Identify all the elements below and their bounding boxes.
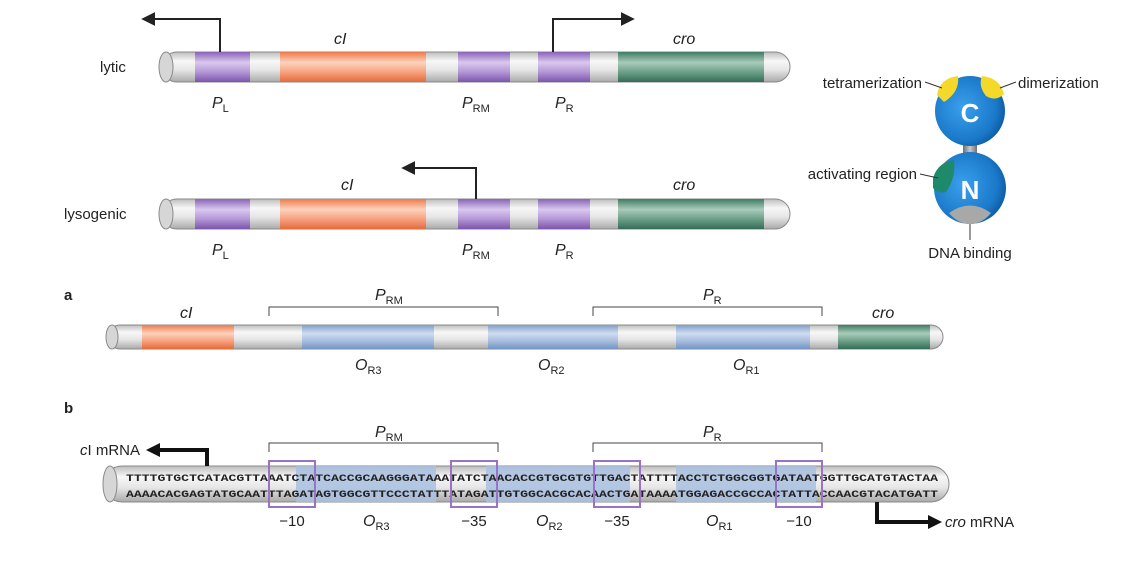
or1-shading xyxy=(676,466,816,502)
promoter-pl-segment xyxy=(195,199,250,229)
panel-a-label: a xyxy=(64,287,73,304)
prm-bracket xyxy=(268,306,499,316)
pr-label: PR xyxy=(555,242,574,262)
minus35-label-prm: −35 xyxy=(461,513,486,530)
promoter-pr-segment xyxy=(538,199,590,229)
promoter-prm-segment xyxy=(458,52,510,82)
top-strand-sequence: TTTTGTGCTCATACGTTAAATCTATCACCGCAAGGGATAA… xyxy=(126,473,939,485)
cI-gene-segment xyxy=(142,325,234,349)
or1-segment xyxy=(676,325,810,349)
dimerization-patch xyxy=(980,76,1004,99)
pl-transcription-arrow xyxy=(141,12,221,52)
prm-bracket-label: PRM xyxy=(375,424,403,444)
tube-end-cap xyxy=(102,465,118,503)
dna-binding-label: DNA binding xyxy=(928,245,1011,262)
prm-label: PRM xyxy=(462,242,490,262)
bottom-strand-sequence: AAAACACGAGTATGCAATTTAGATAGTGGCGTTCCCTATT… xyxy=(126,489,938,501)
cI-gene-segment xyxy=(280,52,426,82)
or3-label: OR3 xyxy=(355,357,382,377)
lambda-repressor: C N tetramerization dimerization activat… xyxy=(808,75,1099,262)
cro-mrna-arrowhead xyxy=(928,515,942,529)
cro-gene-label: cro xyxy=(673,31,695,48)
activating-region-label: activating region xyxy=(808,166,917,183)
panel-b-label: b xyxy=(64,400,73,417)
lytic-label: lytic xyxy=(100,59,126,76)
cI-gene-label: cI xyxy=(341,177,354,194)
cro-gene-label: cro xyxy=(872,305,894,322)
dna-binding-patch xyxy=(949,205,991,224)
cI-gene-segment xyxy=(280,199,426,229)
cI-gene-label: cI xyxy=(334,31,347,48)
minus10-label-prm: −10 xyxy=(279,513,304,530)
promoter-pl-segment xyxy=(195,52,250,82)
pl-label: PL xyxy=(212,95,229,115)
pr-bracket-label: PR xyxy=(703,287,722,307)
minus35-box-pr xyxy=(593,460,641,508)
tube-end-cap xyxy=(105,324,119,350)
pr-transcription-arrow xyxy=(552,12,635,52)
panel-a: a PRM PR cI cro OR3 OR2 OR1 xyxy=(64,287,944,377)
leader-line xyxy=(924,81,943,89)
tetramerization-patch xyxy=(937,76,959,102)
or3-segment xyxy=(302,325,434,349)
or2-label: OR2 xyxy=(536,513,563,533)
pr-bracket xyxy=(592,306,823,316)
cro-gene-label: cro xyxy=(673,177,695,194)
lysogenic-label: lysogenic xyxy=(64,206,127,223)
tube-end-cap xyxy=(158,198,174,230)
or1-label: OR1 xyxy=(733,357,760,377)
minus10-box-prm xyxy=(268,460,316,508)
or3-label: OR3 xyxy=(363,513,390,533)
cro-gene-segment xyxy=(838,325,930,349)
pr-label: PR xyxy=(555,95,574,115)
cro-gene-segment xyxy=(618,199,764,229)
c-domain-letter: C xyxy=(961,98,980,128)
cI-mrna-label: cI mRNA xyxy=(80,442,140,459)
cI-gene-label: cI xyxy=(180,305,193,322)
activating-region-patch xyxy=(933,160,955,193)
cro-mrna-label: cro mRNA xyxy=(945,514,1014,531)
prm-label: PRM xyxy=(462,95,490,115)
cI-mrna-arrowhead xyxy=(146,443,160,457)
promoter-prm-segment xyxy=(458,199,510,229)
dimerization-label: dimerization xyxy=(1018,75,1099,92)
panel-b: b TTTTGTGCTCATACGTTAAATCTATCACCGCAAGGGAT… xyxy=(64,400,1014,533)
or2-segment xyxy=(488,325,618,349)
prm-bracket-label: PRM xyxy=(375,287,403,307)
lytic-dna: lytic cI cro PL PRM PR xyxy=(100,12,791,115)
or2-shading xyxy=(486,466,630,502)
tube-end-cap xyxy=(158,51,174,83)
minus35-label-pr: −35 xyxy=(604,513,629,530)
pr-bracket xyxy=(592,442,823,452)
cI-mrna-arrow xyxy=(158,448,209,466)
leader-line xyxy=(999,81,1017,89)
minus10-label-pr: −10 xyxy=(786,513,811,530)
or3-shading xyxy=(296,466,436,502)
cro-gene-segment xyxy=(618,52,764,82)
or2-label: OR2 xyxy=(538,357,565,377)
tetramerization-label: tetramerization xyxy=(823,75,922,92)
promoter-pr-segment xyxy=(538,52,590,82)
lysogenic-dna: lysogenic cI cro PL PRM PR xyxy=(64,161,791,262)
leader-line xyxy=(919,173,939,179)
n-domain-letter: N xyxy=(961,175,980,205)
pr-bracket-label: PR xyxy=(703,424,722,444)
or1-label: OR1 xyxy=(706,513,733,533)
cro-mrna-arrow xyxy=(875,502,930,524)
prm-bracket xyxy=(268,442,499,452)
pl-label: PL xyxy=(212,242,229,262)
minus35-box-prm xyxy=(450,460,498,508)
minus10-box-pr xyxy=(775,460,823,508)
prm-transcription-arrow xyxy=(401,161,477,199)
